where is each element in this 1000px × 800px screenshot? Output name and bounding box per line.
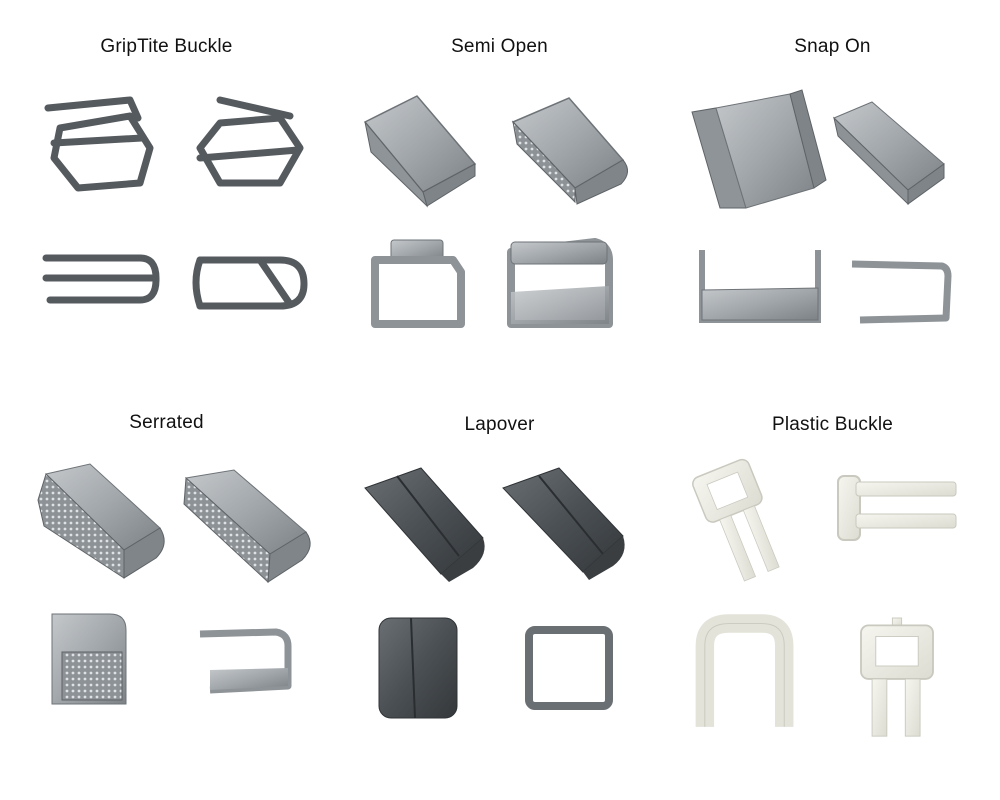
snap-on-seal-icon (846, 240, 996, 360)
group-title: Plastic Buckle (771, 414, 894, 435)
wire-buckle-icon (180, 88, 330, 208)
snap-on-seal-icon (690, 240, 840, 360)
wire-buckle-icon (30, 232, 180, 352)
lapover-seal-icon (371, 610, 521, 730)
serrated-seal-icon (180, 466, 330, 586)
wire-buckle-icon (180, 232, 330, 352)
group-title: GripTite Buckle (100, 36, 233, 57)
wire-buckle-icon (30, 88, 180, 208)
lapover-seal-icon (499, 464, 649, 584)
product-group-semi-open: Semi Open (333, 0, 666, 400)
product-group-serrated: Serrated (0, 400, 333, 800)
snap-on-seal-icon (828, 98, 978, 218)
product-group-plastic-buckle: Plastic Buckle (666, 400, 999, 800)
group-title: Serrated (129, 412, 204, 433)
plastic-buckle-icon (688, 614, 838, 738)
product-group-griptite: GripTite Buckle (0, 0, 333, 400)
group-title: Snap On (794, 36, 871, 57)
semi-open-seal-icon (499, 232, 649, 352)
serrated-seal-icon (40, 604, 190, 724)
group-title: Lapover (464, 414, 535, 435)
plastic-buckle-icon (830, 470, 980, 590)
snap-on-seal-icon (690, 89, 840, 210)
serrated-seal-icon (196, 620, 346, 740)
lapover-seal-icon (521, 622, 671, 742)
semi-open-seal-icon (357, 232, 507, 352)
group-title: Semi Open (451, 36, 548, 57)
product-group-snap-on: Snap On (666, 0, 999, 400)
lapover-seal-icon (361, 464, 511, 584)
semi-open-seal-icon (357, 92, 507, 212)
plastic-buckle-icon (846, 617, 996, 738)
plastic-buckle-icon (676, 458, 826, 582)
serrated-seal-icon (32, 460, 182, 580)
product-group-lapover: Lapover (333, 400, 666, 800)
semi-open-seal-icon (505, 92, 655, 212)
